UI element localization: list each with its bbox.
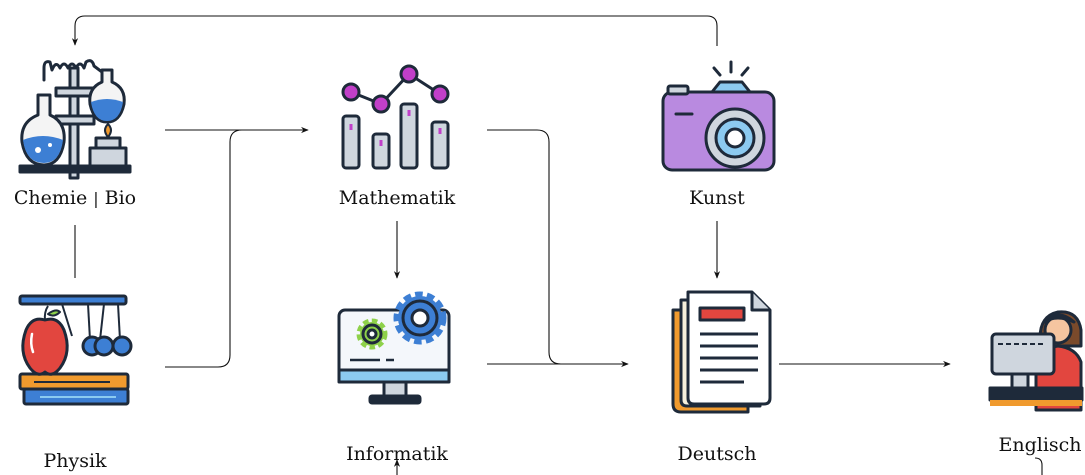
line-englisch-out [1034,457,1043,475]
chemie-label: Chemie [14,187,87,209]
camera-icon [661,60,776,172]
informatik-label: Informatik [346,443,448,465]
connectors [71,15,1043,475]
small-gear [356,318,388,350]
kunst-label: Kunst [689,187,745,209]
document-icon [671,290,772,414]
student-at-computer-icon [988,310,1084,412]
bio-label: Bio [105,187,136,209]
englisch-label: Englisch [998,434,1081,456]
physics-pendulum-icon [18,294,133,406]
physik-label: Physik [43,450,107,472]
computer-gears-icon [337,291,451,405]
mathematik-label: Mathematik [339,187,456,209]
chemie-bio-label: Chemie | Bio [14,187,136,209]
deutsch-label: Deutsch [678,443,757,465]
arrow-kunst-to-chemie [71,15,718,46]
arrow-mathematik-to-deutsch [487,129,629,368]
chemistry-lab-icon [18,59,132,180]
math-chart-icon [341,64,450,170]
arrow-physik-to-mathematik [165,129,300,368]
separator: | [93,189,98,208]
big-gear [393,291,447,345]
